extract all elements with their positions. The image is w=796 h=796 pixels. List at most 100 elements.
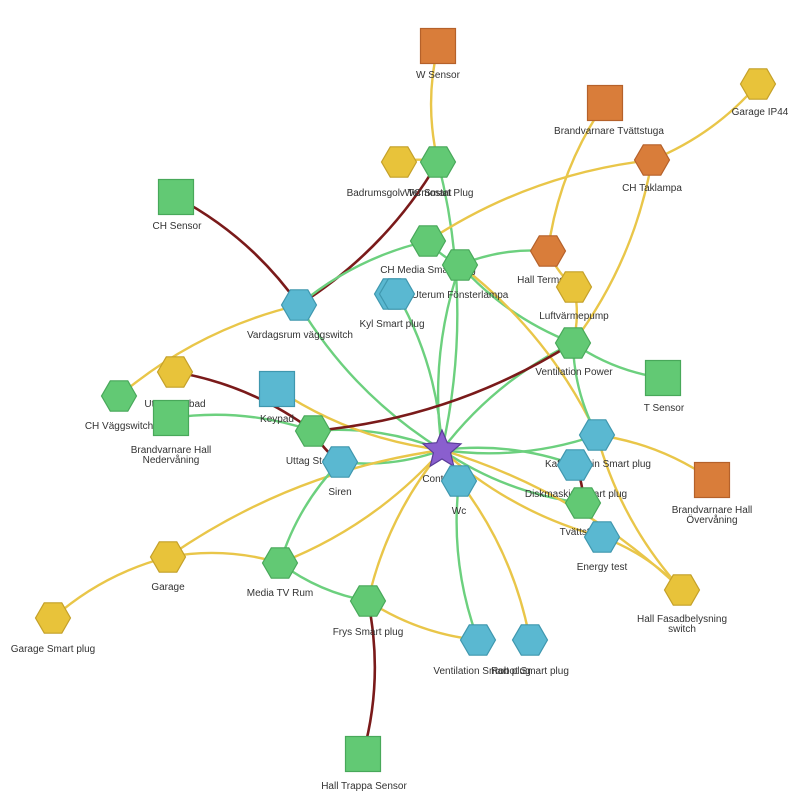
node-luftvarme[interactable]: Luftvärmepump [539,271,609,322]
garage-ip44-hexagon[interactable] [739,68,777,100]
brand-hall-ned-square[interactable] [152,399,190,437]
ch-sensor-square[interactable] [157,178,195,216]
vent-smart-hexagon[interactable] [459,624,497,656]
garage-label: Garage [151,582,185,593]
edge-controller-vardagsrum [297,303,444,452]
brand-hall-over-label-line2: Övervåning [686,514,737,526]
uttag-stenen-hexagon[interactable] [294,415,332,447]
garage-smart-label: Garage Smart plug [11,644,96,655]
controller-star-icon[interactable] [421,428,463,468]
node-kaffemaskin[interactable]: Kaffemaskin Smart plug [545,419,651,470]
edge-ch-taklampa-ch-media [426,158,654,243]
garage-ip44-label: Garage IP44 [732,107,789,118]
garage-hexagon[interactable] [149,541,187,573]
garage-smart-hexagon[interactable] [34,602,72,634]
tvattstuga-label: Tvättstuga [560,527,607,538]
hall-termostat-label: Hall Termostat [517,275,581,286]
edge-vent-power-uttag-stenen [311,341,575,433]
brand-tvatt-square[interactable] [586,84,624,122]
hall-trappa-label: Hall Trappa Sensor [321,781,407,792]
node-robot[interactable]: Robot Smart plug [491,624,569,677]
edge-controller-wc-smart [436,160,459,452]
brand-hall-over-square[interactable] [693,461,731,499]
uttag-stenen-label: Uttag Stenen [286,456,344,467]
node-ch-media[interactable]: CH Media Smart plug [380,225,476,276]
node-ch-sensor[interactable]: CH Sensor [153,178,203,233]
frys-label: Frys Smart plug [333,627,404,638]
t-sensor-label: T Sensor [644,403,685,414]
edge-wc-vent-smart [455,479,480,642]
ch-media2-hexagon[interactable] [441,249,479,281]
node-hall-trappa[interactable]: Hall Trappa Sensor [321,735,407,793]
keypad-square[interactable] [258,370,296,408]
node-badrumsgolv[interactable]: Badrumsgolv Termostat [347,146,452,199]
keypad-label: Keypad [260,414,294,425]
node-tvattstuga[interactable]: Tvättstuga [560,487,607,538]
hall-fasad-label: Hall Fasadbelysning [637,614,727,625]
wc-hexagon[interactable] [440,465,478,497]
node-brand-tvatt[interactable]: Brandvarnare Tvättstuga [554,84,664,138]
badrumsgolv-hexagon[interactable] [380,146,418,178]
node-wc-smart[interactable]: WC Smart Plug [405,146,474,199]
ch-media-hexagon[interactable] [409,225,447,257]
media-tv-hexagon[interactable] [261,547,299,579]
node-ch-vaggswitch[interactable]: CH Väggswitch [85,380,153,432]
node-garage-ip44[interactable]: Garage IP44 [732,68,789,118]
edge-controller-energy-test [440,448,604,539]
node-kyl[interactable]: Kyl Smart plug [359,278,425,330]
ch-vaggswitch-label: CH Väggswitch [85,421,153,432]
luftvarme-hexagon[interactable] [555,271,593,303]
kaffemaskin-label: Kaffemaskin Smart plug [545,459,651,470]
robot-hexagon[interactable] [511,624,549,656]
edge-controller-kyl [395,292,444,452]
node-siren[interactable]: Siren [321,446,359,498]
node-w-sensor[interactable]: W Sensor [416,27,461,82]
node-t-sensor[interactable]: T Sensor [644,359,685,415]
node-garage[interactable]: Garage [149,541,187,593]
node-vardagsrum[interactable]: Vardagsrum väggswitch [247,289,353,341]
node-frys[interactable]: Frys Smart plug [333,585,404,638]
node-ch-taklampa[interactable]: CH Taklampa [622,144,682,194]
vardagsrum-hexagon[interactable] [280,289,318,321]
kyl-hexagon[interactable] [378,278,416,310]
hall-termostat-hexagon[interactable] [529,235,567,267]
w-sensor-square[interactable] [419,27,457,65]
node-garage-smart[interactable]: Garage Smart plug [11,602,96,655]
node-keypad[interactable]: Keypad [258,370,296,426]
energy-test-hexagon[interactable] [583,521,621,553]
hall-trappa-square[interactable] [344,735,382,773]
edge-controller-media-tv [278,448,444,565]
ch-taklampa-hexagon[interactable] [633,144,671,176]
node-ch-media2[interactable] [441,249,479,281]
kaffemaskin-hexagon[interactable] [578,419,616,451]
hall-fasad-hexagon[interactable] [663,574,701,606]
edge-controller-frys [366,448,444,603]
node-hall-termostat[interactable]: Hall Termostat [517,235,581,286]
vent-power-label: Ventilation Power [535,367,613,378]
diskmaskin-hexagon[interactable] [556,449,594,481]
tvattstuga-hexagon[interactable] [564,487,602,519]
edge-kaffemaskin-hall-fasad [595,433,684,592]
frys-hexagon[interactable] [349,585,387,617]
ch-vaggswitch-hexagon[interactable] [100,380,138,412]
edge-controller-keypad [275,387,444,452]
node-wc[interactable]: Wc [440,465,478,517]
siren-label: Siren [328,487,351,498]
vent-power-hexagon[interactable] [554,327,592,359]
siren-hexagon[interactable] [321,446,359,478]
kyl-label: Kyl Smart plug [359,319,424,330]
brand-hall-ned-label: Brandvarnare Hall [131,445,212,456]
uttag-spabad-hexagon[interactable] [156,356,194,388]
node-energy-test[interactable]: Energy test [577,521,628,573]
node-vent-smart[interactable]: Ventilation Smart plug [433,624,531,677]
t-sensor-square[interactable] [644,359,682,397]
wc-smart-hexagon[interactable] [419,146,457,178]
node-media-tv[interactable]: Media TV Rum [247,547,314,599]
node-vent-power[interactable]: Ventilation Power [535,327,613,378]
node-uttag-stenen[interactable]: Uttag Stenen [286,415,344,467]
edge-controller-vent-power [440,341,575,452]
